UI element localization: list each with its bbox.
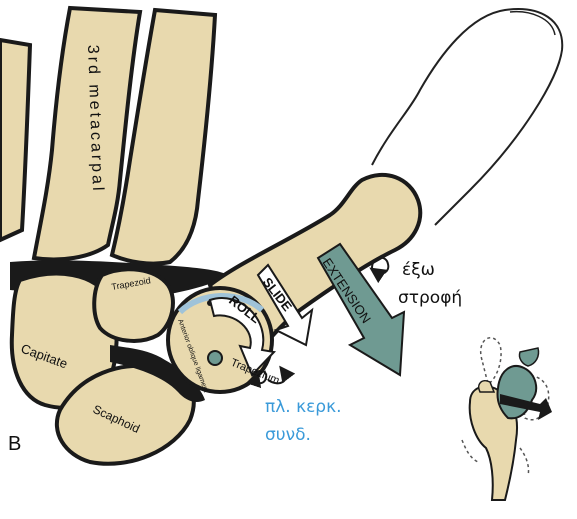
ligament-greek-label-1: πλ. κερκ. xyxy=(265,397,342,417)
horse-rider-icon xyxy=(462,338,552,500)
external-rotation-label-1: έξω xyxy=(402,260,435,280)
thumb-nail-line xyxy=(510,12,555,35)
external-rotation-label-2: στροφή xyxy=(398,288,462,308)
ligament-greek-label-2: συνδ. xyxy=(265,425,311,445)
ligament-dot-icon xyxy=(208,351,222,365)
second-metacarpal-bone xyxy=(0,40,30,240)
panel-letter: B xyxy=(8,433,21,455)
